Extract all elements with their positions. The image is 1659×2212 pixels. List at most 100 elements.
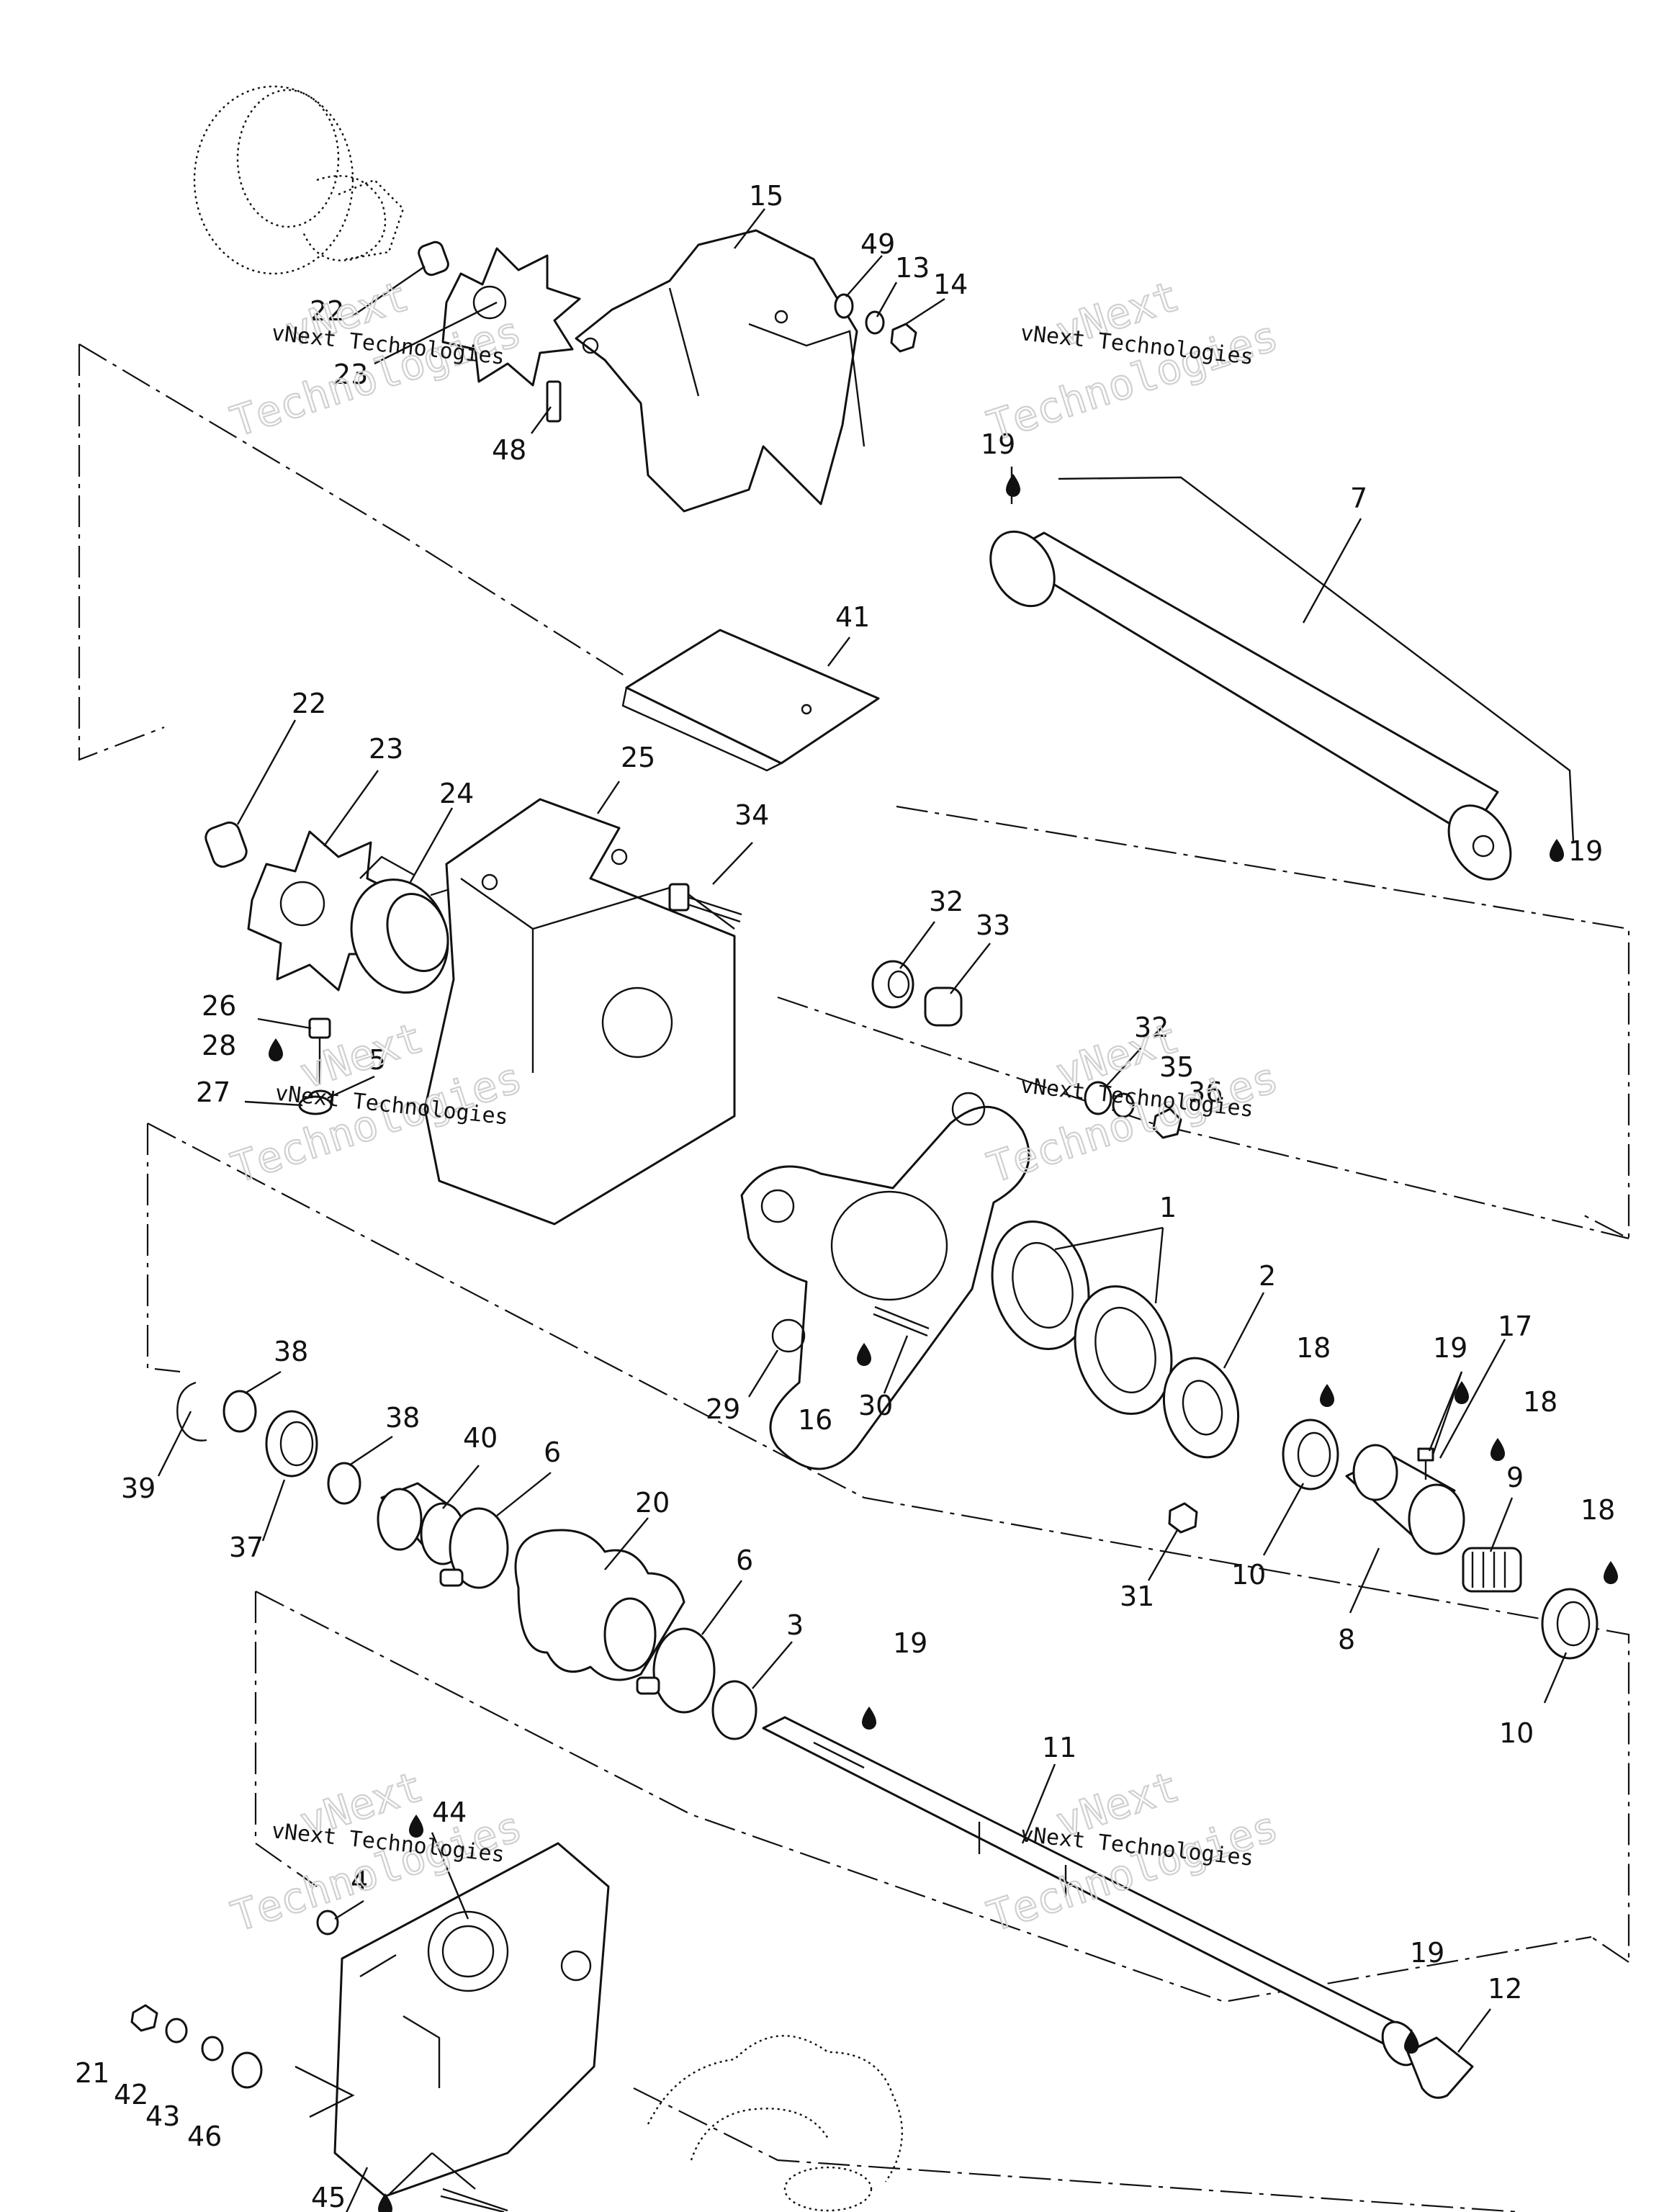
clamp-6b <box>636 1627 716 1714</box>
circlip-39 <box>176 1381 207 1442</box>
callout-29: 29 <box>706 1393 740 1425</box>
callout-33: 33 <box>976 909 1010 941</box>
callout-23a: 23 <box>333 359 368 390</box>
callout-38a: 38 <box>274 1336 308 1367</box>
callout-19c: 19 <box>1433 1332 1467 1364</box>
assembly-frame-upper <box>78 343 1630 1240</box>
callout-41: 41 <box>835 601 870 633</box>
callout-9: 9 <box>1506 1462 1524 1493</box>
callout-labels: 1 2 3 4 5 6 6 7 8 9 10 10 10 11 12 13 14… <box>75 180 1615 2212</box>
callout-34: 34 <box>734 799 769 831</box>
seal-37 <box>265 1410 318 1478</box>
callout-3: 3 <box>786 1609 804 1641</box>
callout-17: 17 <box>1498 1310 1532 1342</box>
bushing-32b <box>1084 1081 1112 1115</box>
callout-5: 5 <box>369 1044 386 1076</box>
clamp-6a <box>439 1507 509 1589</box>
callout-19a: 19 <box>981 428 1015 460</box>
callout-44: 44 <box>432 1797 467 1828</box>
leader-lines <box>157 208 1568 2212</box>
washer-4 <box>316 1910 339 1936</box>
callout-19e: 19 <box>1410 1937 1444 1969</box>
callout-48: 48 <box>492 434 526 466</box>
bearing-1b <box>1074 1285 1173 1416</box>
cap-12 <box>1406 2036 1474 2099</box>
callout-26: 26 <box>202 990 236 1022</box>
callout-22a: 22 <box>310 295 344 327</box>
callout-18b: 18 <box>1523 1386 1557 1418</box>
callout-19d: 19 <box>893 1627 927 1659</box>
callout-36: 36 <box>1188 1076 1223 1108</box>
callout-2: 2 <box>1259 1260 1276 1292</box>
adapter-24 <box>350 855 449 994</box>
callout-39: 39 <box>121 1473 156 1504</box>
o-ring-38b <box>327 1462 361 1505</box>
callout-18a: 18 <box>1296 1332 1331 1364</box>
callout-10a: 10 <box>1231 1559 1266 1591</box>
drive-shaft-7 <box>989 476 1575 881</box>
callout-25: 25 <box>621 742 655 773</box>
bushing-33 <box>924 986 963 1027</box>
coupler-upper <box>418 240 581 387</box>
nut-36 <box>1152 1107 1182 1139</box>
support-29 <box>740 1092 1030 1470</box>
callout-40: 40 <box>463 1422 498 1454</box>
seal-10b <box>1541 1588 1599 1660</box>
stud-30 <box>873 1305 930 1337</box>
callout-30: 30 <box>858 1390 893 1421</box>
callout-16: 16 <box>798 1404 832 1436</box>
watermark-mid-right: vNext Technologies vNext Technologies <box>981 1012 1285 1193</box>
callout-49: 49 <box>860 228 895 260</box>
o-ring-3 <box>711 1680 757 1740</box>
washer-43 <box>201 2036 224 2062</box>
engine-pulley-outline <box>193 85 405 275</box>
callout-21: 21 <box>75 2057 109 2089</box>
callout-27: 27 <box>196 1076 230 1108</box>
callout-35: 35 <box>1159 1051 1194 1083</box>
callout-8: 8 <box>1338 1624 1355 1655</box>
nut-21 <box>130 2004 158 2032</box>
pin-48 <box>546 380 562 423</box>
jet-pump-outline <box>647 2035 904 2212</box>
callout-32b: 32 <box>1134 1012 1169 1043</box>
housing-45 <box>295 1842 610 2198</box>
washer-42 <box>165 2018 188 2044</box>
callout-42: 42 <box>114 2079 148 2110</box>
callout-7: 7 <box>1350 482 1367 514</box>
callout-6b: 6 <box>736 1545 753 1576</box>
callout-19b: 19 <box>1568 835 1603 867</box>
callout-15: 15 <box>749 180 783 212</box>
callout-37: 37 <box>229 1532 264 1563</box>
bushing-22 <box>204 821 248 868</box>
o-ring-38a <box>222 1390 257 1433</box>
washer-13 <box>865 310 885 335</box>
callout-32a: 32 <box>929 886 963 917</box>
callout-46: 46 <box>187 2121 222 2152</box>
washer-49 <box>834 293 854 319</box>
callout-23b: 23 <box>369 733 403 765</box>
callout-10b: 10 <box>1499 1717 1534 1749</box>
callout-43: 43 <box>145 2100 180 2132</box>
callout-24: 24 <box>439 778 474 809</box>
seal-10a <box>1282 1419 1339 1491</box>
housing-8 <box>1345 1444 1465 1555</box>
assembly-frame-lower <box>254 1591 1592 2212</box>
nut-31 <box>1168 1502 1198 1534</box>
nut-14 <box>890 323 917 353</box>
cover-41 <box>621 629 880 772</box>
callout-13: 13 <box>895 252 930 284</box>
guard-15 <box>575 229 866 513</box>
grease-symbol-icons <box>269 474 1618 2212</box>
stud-bottom <box>440 2188 508 2212</box>
washer-46 <box>231 2051 263 2089</box>
callout-22b: 22 <box>292 688 326 719</box>
bearing-1a <box>991 1220 1090 1351</box>
callout-45: 45 <box>311 2182 346 2212</box>
callout-1: 1 <box>1159 1192 1177 1223</box>
callout-11: 11 <box>1042 1732 1076 1763</box>
assembly-frame-middle <box>146 1123 1630 1963</box>
callout-28: 28 <box>202 1030 236 1061</box>
callout-14: 14 <box>933 269 968 300</box>
ring-2 <box>1162 1357 1240 1459</box>
callout-20: 20 <box>635 1487 670 1519</box>
